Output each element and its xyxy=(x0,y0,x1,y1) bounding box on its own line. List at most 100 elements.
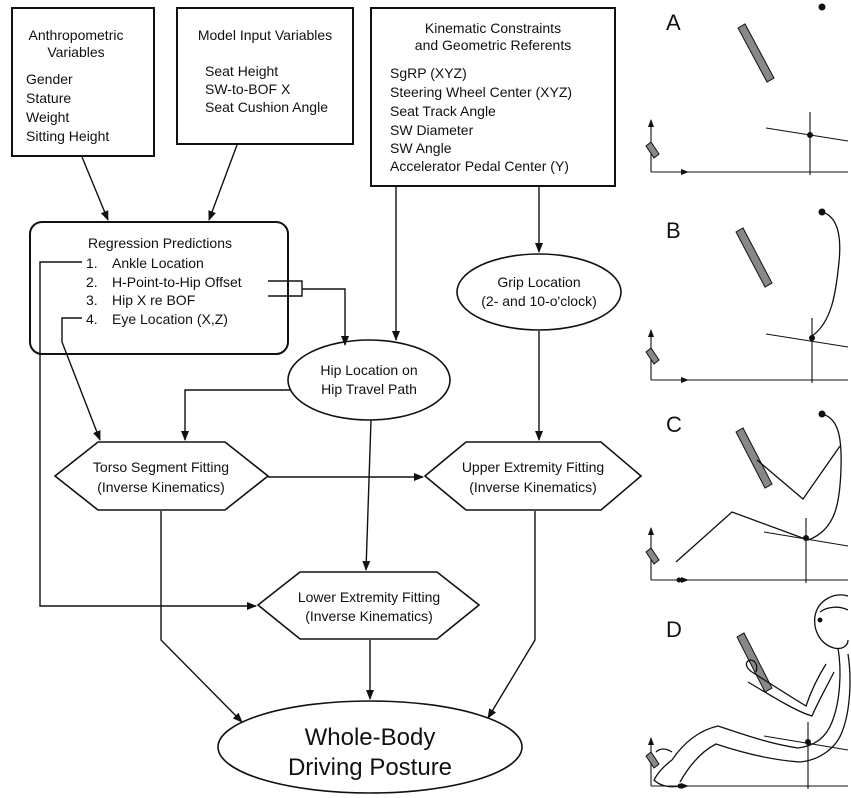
steering-column xyxy=(735,227,773,288)
sgrp-marker xyxy=(805,739,811,745)
kinematic-item: SW Angle xyxy=(390,140,452,156)
kinematic-item: Accelerator Pedal Center (Y) xyxy=(390,158,569,174)
hip-line-1: Hip Location on xyxy=(320,362,417,378)
grip-line-2: (2- and 10-o'clock) xyxy=(481,293,597,309)
heel-marker xyxy=(676,577,682,583)
hip-location-node: Hip Location on Hip Travel Path xyxy=(287,339,451,421)
steering-column xyxy=(735,427,773,489)
kinematic-item: SW Diameter xyxy=(390,122,474,138)
upper-line-2: (Inverse Kinematics) xyxy=(469,479,597,495)
arrow-bracket-to-hip xyxy=(302,288,349,346)
model-input-box: Model Input Variables Seat Height SW-to-… xyxy=(176,7,354,145)
panel-a: A xyxy=(645,3,849,175)
panel-label-d: D xyxy=(666,617,682,642)
pedal xyxy=(645,751,660,769)
shin-foot xyxy=(653,759,681,788)
torso-line-1: Torso Segment Fitting xyxy=(93,459,229,475)
arrow-anthro-to-regression xyxy=(81,156,109,221)
kinematic-item: Seat Track Angle xyxy=(390,103,496,119)
regression-num: 4. xyxy=(86,311,98,327)
knee-line xyxy=(655,748,673,753)
lower-line-2: (Inverse Kinematics) xyxy=(305,608,433,624)
lower-line-1: Lower Extremity Fitting xyxy=(298,589,440,605)
regression-num: 1. xyxy=(86,255,98,271)
model-input-title: Model Input Variables xyxy=(198,27,332,43)
whole-body-output-node: Whole-Body Driving Posture xyxy=(217,700,523,794)
pedal xyxy=(645,547,660,565)
kinematic-title-1: Kinematic Constraints xyxy=(425,20,561,36)
panel-label-a: A xyxy=(666,10,681,35)
hair-line xyxy=(819,606,849,613)
sgrp-marker xyxy=(807,132,813,138)
torso-fitting-node: Torso Segment Fitting (Inverse Kinematic… xyxy=(53,441,270,511)
grip-line-1: Grip Location xyxy=(497,274,580,290)
sgrp-marker xyxy=(809,335,815,341)
model-input-item: Seat Height xyxy=(205,63,278,79)
model-input-item: SW-to-BOF X xyxy=(205,81,291,97)
hip-line-2: Hip Travel Path xyxy=(321,381,417,397)
anthropometric-box: Anthropometric Variables Gender Stature … xyxy=(11,7,155,157)
arrow-model-to-regression xyxy=(208,144,238,221)
regression-box: Regression Predictions 1. Ankle Location… xyxy=(29,221,289,355)
thigh-lower xyxy=(679,743,801,783)
anthropometric-title-1: Anthropometric xyxy=(29,27,124,43)
torso-curve xyxy=(807,413,842,541)
seat-track-line xyxy=(765,127,849,142)
hand xyxy=(745,659,758,673)
upper-line-1: Upper Extremity Fitting xyxy=(462,459,604,475)
arrow-torso-to-output xyxy=(160,511,243,723)
kinematic-box: Kinematic Constraints and Geometric Refe… xyxy=(370,7,616,187)
torso-back xyxy=(799,653,851,763)
connectors xyxy=(39,144,543,723)
anthropometric-title-2: Variables xyxy=(47,44,104,60)
head-outline xyxy=(814,594,849,650)
anthropometric-item: Weight xyxy=(26,109,69,125)
kinematic-item: Steering Wheel Center (XYZ) xyxy=(390,84,572,100)
sgrp-marker xyxy=(803,535,809,541)
steering-column xyxy=(737,23,775,83)
regression-item: Hip X re BOF xyxy=(112,292,195,308)
model-input-item: Seat Cushion Angle xyxy=(205,99,328,115)
arrow-ankle-to-lower xyxy=(39,261,257,610)
anthropometric-item: Gender xyxy=(26,71,73,87)
regression-title: Regression Predictions xyxy=(88,235,232,251)
anthropometric-item: Sitting Height xyxy=(26,128,109,144)
output-line-2: Driving Posture xyxy=(288,754,452,781)
panel-d: D xyxy=(645,594,851,789)
arrow-hip-to-torso xyxy=(181,389,290,441)
seat-track-line xyxy=(765,333,849,348)
regression-item: Eye Location (X,Z) xyxy=(112,311,228,327)
regression-num: 2. xyxy=(86,274,98,290)
grip-location-node: Grip Location (2- and 10-o'clock) xyxy=(456,253,622,331)
arrow-upper-to-output xyxy=(487,511,536,719)
arrow-hip-to-lower xyxy=(362,419,372,571)
lower-extremity-node: Lower Extremity Fitting (Inverse Kinemat… xyxy=(256,571,481,640)
arrow-eye-to-torso xyxy=(61,317,101,441)
anthropometric-item: Stature xyxy=(26,90,71,106)
panel-c: C xyxy=(645,410,849,583)
eye-marker xyxy=(817,617,823,623)
torso-curve xyxy=(811,211,841,337)
kinematic-title-2: and Geometric Referents xyxy=(415,37,571,53)
thigh-upper xyxy=(671,725,799,761)
heel-marker xyxy=(677,783,683,789)
output-line-1: Whole-Body xyxy=(305,724,436,751)
arm-lower xyxy=(747,671,835,717)
arm-segments xyxy=(756,445,841,500)
regression-item: H-Point-to-Hip Offset xyxy=(112,274,242,290)
pedal xyxy=(645,347,660,365)
upper-extremity-node: Upper Extremity Fitting (Inverse Kinemat… xyxy=(423,441,643,511)
pedal xyxy=(645,141,660,159)
panel-label-b: B xyxy=(666,218,681,243)
regression-num: 3. xyxy=(86,292,98,308)
torso-line-2: (Inverse Kinematics) xyxy=(97,479,225,495)
hip-point-marker xyxy=(818,3,826,11)
leg-segments xyxy=(675,511,809,563)
arm-upper xyxy=(751,663,827,707)
regression-item: Ankle Location xyxy=(112,255,204,271)
panel-label-c: C xyxy=(666,412,682,437)
torso-front xyxy=(797,647,841,749)
panel-b: B xyxy=(645,208,849,383)
kinematic-item: SgRP (XYZ) xyxy=(390,65,467,81)
